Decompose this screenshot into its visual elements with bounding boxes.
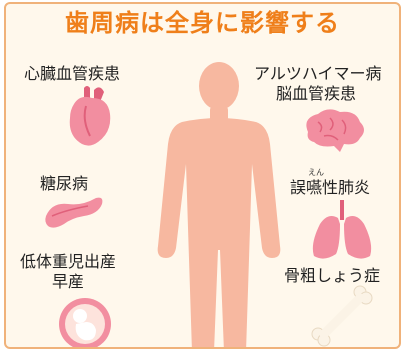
brain-icon [306,109,364,152]
human-body-icon [157,62,281,347]
label-heart-disease: 心臓血管疾患 [24,64,121,83]
diagram-title: 歯周病は全身に影響する [65,9,340,37]
label-birth-line1: 低体重児出産 [20,252,117,271]
lungs-icon [312,200,372,259]
heart-icon [69,86,111,146]
pancreas-icon [45,197,103,228]
label-pneumonia: 誤嚥性肺炎 [290,178,371,197]
label-cerebrovascular: 脳血管疾患 [276,84,357,103]
fetus-icon [59,298,111,347]
bone-icon [311,285,373,347]
label-osteoporosis: 骨粗しょう症 [284,266,381,285]
label-birth-line2: 早産 [52,272,85,291]
label-alzheimers: アルツハイマー病 [254,64,382,83]
ruby-en: えん [308,168,324,177]
diagram-frame: 歯周病は全身に影響する 心臓血管疾患 糖尿病 低体重児出産 早産 アルツハイマー… [4,2,401,349]
label-diabetes: 糖尿病 [40,174,89,193]
